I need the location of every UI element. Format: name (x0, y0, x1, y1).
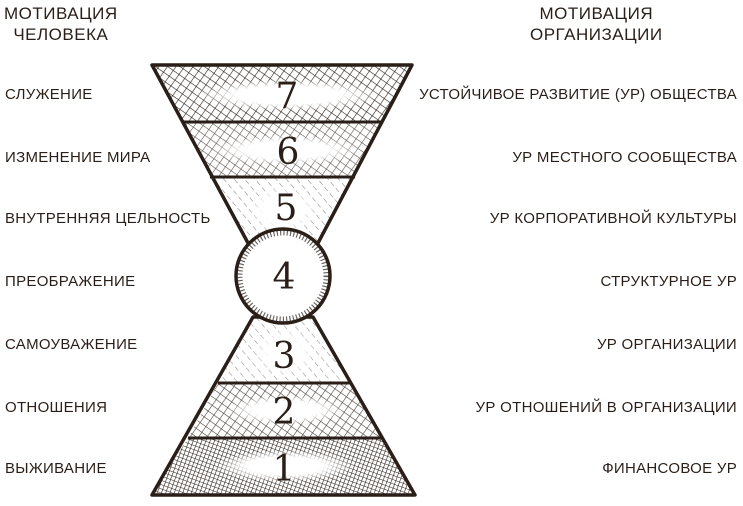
segment-4-circle (234, 227, 332, 325)
human-level-3: САМОУВАЖЕНИЕ (5, 336, 138, 353)
header-organization-motivation: МОТИВАЦИЯ ОРГАНИЗАЦИИ (530, 3, 663, 45)
header-line: ЧЕЛОВЕКА (13, 25, 109, 44)
level-number-3: 3 (273, 336, 296, 377)
org-level-5: УР КОРПОРАТИВНОЙ КУЛЬТУРЫ (489, 210, 737, 227)
human-level-1: ВЫЖИВАНИЕ (5, 460, 107, 477)
level-number-4: 4 (273, 257, 296, 298)
header-line: ОРГАНИЗАЦИИ (530, 25, 663, 44)
level-number-2: 2 (273, 392, 296, 433)
segment-5 (210, 177, 355, 243)
segment-2 (188, 383, 382, 438)
org-level-2: УР ОТНОШЕНИЙ В ОРГАНИЗАЦИИ (475, 399, 737, 416)
header-human-motivation: МОТИВАЦИЯ ЧЕЛОВЕКА (4, 3, 118, 45)
header-line: МОТИВАЦИЯ (539, 4, 654, 23)
org-level-3: УР ОРГАНИЗАЦИИ (596, 336, 737, 353)
level-number-1: 1 (273, 449, 296, 490)
human-level-5: ВНУТРЕННЯЯ ЦЕЛЬНОСТЬ (5, 210, 211, 227)
segment-1 (152, 438, 415, 495)
human-level-2: ОТНОШЕНИЯ (5, 399, 108, 416)
level-number-7: 7 (276, 76, 299, 117)
org-level-1: ФИНАНСОВОЕ УР (602, 460, 737, 477)
org-level-4: СТРУКТУРНОЕ УР (600, 273, 737, 290)
level-number-5: 5 (275, 188, 298, 229)
header-line: МОТИВАЦИЯ (4, 4, 118, 23)
segment-7 (152, 65, 412, 122)
human-level-6: ИЗМЕНЕНИЕ МИРА (5, 149, 151, 166)
level-number-6: 6 (277, 132, 300, 173)
segment-3 (218, 317, 350, 383)
segment-6 (183, 122, 382, 177)
org-level-6: УР МЕСТНОГО СООБЩЕСТВА (512, 149, 737, 166)
human-level-7: СЛУЖЕНИЕ (5, 86, 93, 103)
org-level-7: УСТОЙЧИВОЕ РАЗВИТИЕ (УР) ОБЩЕСТВА (419, 86, 737, 103)
human-level-4: ПРЕОБРАЖЕНИЕ (5, 273, 136, 290)
